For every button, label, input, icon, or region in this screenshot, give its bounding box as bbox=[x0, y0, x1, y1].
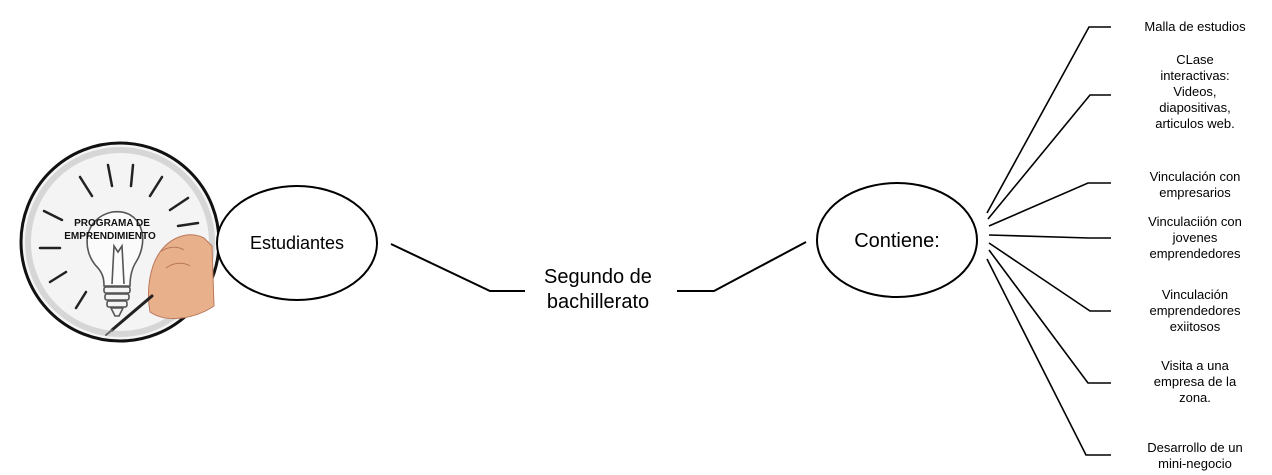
node-segundo-label-line2: bachillerato bbox=[547, 291, 649, 313]
program-logo: PROGRAMA DE EMPRENDIMIENTO bbox=[19, 141, 221, 343]
leaf-text-line: CLase bbox=[1176, 52, 1214, 67]
hand-with-pen-icon bbox=[105, 234, 215, 336]
branch-line-clase bbox=[987, 94, 1111, 220]
leaf-malla: Malla de estudios bbox=[1144, 19, 1246, 34]
branch-line-vinculacion-empresarios bbox=[988, 182, 1111, 227]
leaf-text-line: emprendedores bbox=[1149, 246, 1241, 261]
branch-line-malla bbox=[986, 26, 1111, 214]
branch-lines bbox=[986, 26, 1111, 456]
node-contiene-label: Contiene: bbox=[854, 230, 940, 252]
leaf-text-line: interactivas: bbox=[1160, 68, 1229, 83]
node-contiene: Contiene: bbox=[816, 182, 978, 298]
leaf-vinculacion-exitosos: Vinculación emprendedores exiitosos bbox=[1149, 287, 1241, 334]
leaf-text-line: articulos web. bbox=[1155, 116, 1234, 131]
node-estudiantes: Estudiantes bbox=[216, 185, 378, 301]
leaf-clase-interactivas: CLase interactivas: Videos, diapositivas… bbox=[1155, 52, 1234, 131]
node-segundo-bachillerato: Segundo de bachillerato bbox=[544, 266, 652, 313]
logo-inner-glow bbox=[25, 147, 215, 337]
leaf-text-line: empresa de la bbox=[1154, 374, 1237, 389]
node-estudiantes-label: Estudiantes bbox=[250, 233, 344, 253]
leaf-text-line: emprendedores bbox=[1149, 303, 1241, 318]
branch-line-visita bbox=[988, 249, 1111, 384]
light-rays-icon bbox=[38, 163, 200, 310]
leaf-text-line: Vinculación con bbox=[1150, 169, 1241, 184]
leaf-text-line: Visita a una bbox=[1161, 358, 1229, 373]
node-contiene-ellipse bbox=[816, 182, 978, 298]
node-estudiantes-ellipse bbox=[216, 185, 378, 301]
branch-line-mini-negocio bbox=[986, 258, 1111, 456]
leaf-vinculacion-jovenes: Vinculaciión con jovenes emprendedores bbox=[1148, 214, 1242, 261]
leaf-mini-negocio: Desarrollo de un mini-negocio bbox=[1147, 440, 1242, 471]
leaf-visita-empresa: Visita a una empresa de la zona. bbox=[1154, 358, 1237, 405]
leaf-text-line: diapositivas, bbox=[1159, 100, 1231, 115]
leaf-text-line: Vinculación bbox=[1162, 287, 1228, 302]
leaf-text-line: exiitosos bbox=[1170, 319, 1221, 334]
leaf-text-line: zona. bbox=[1179, 390, 1211, 405]
branch-line-vinculacion-exitosos bbox=[988, 242, 1111, 312]
leaf-text-line: Malla de estudios bbox=[1144, 19, 1246, 34]
node-segundo-label-line1: Segundo de bbox=[544, 266, 652, 288]
leaf-text-line: Videos, bbox=[1173, 84, 1216, 99]
connector-segundo-contiene bbox=[677, 241, 807, 292]
connector-estudiantes-segundo bbox=[390, 243, 525, 292]
leaf-text-line: empresarios bbox=[1159, 185, 1231, 200]
light-bulb-icon bbox=[86, 211, 144, 317]
leaf-vinculacion-empresarios: Vinculación con empresarios bbox=[1150, 169, 1241, 200]
branch-line-vinculacion-jovenes bbox=[988, 234, 1111, 239]
leaf-text-line: mini-negocio bbox=[1158, 456, 1232, 471]
leaf-text-line: Vinculaciión con bbox=[1148, 214, 1242, 229]
logo-title-line2: EMPRENDIMIENTO bbox=[64, 231, 156, 242]
leaf-text-line: Desarrollo de un bbox=[1147, 440, 1242, 455]
leaf-text-line: jovenes bbox=[1172, 230, 1218, 245]
logo-title-line1: PROGRAMA DE bbox=[74, 218, 150, 229]
